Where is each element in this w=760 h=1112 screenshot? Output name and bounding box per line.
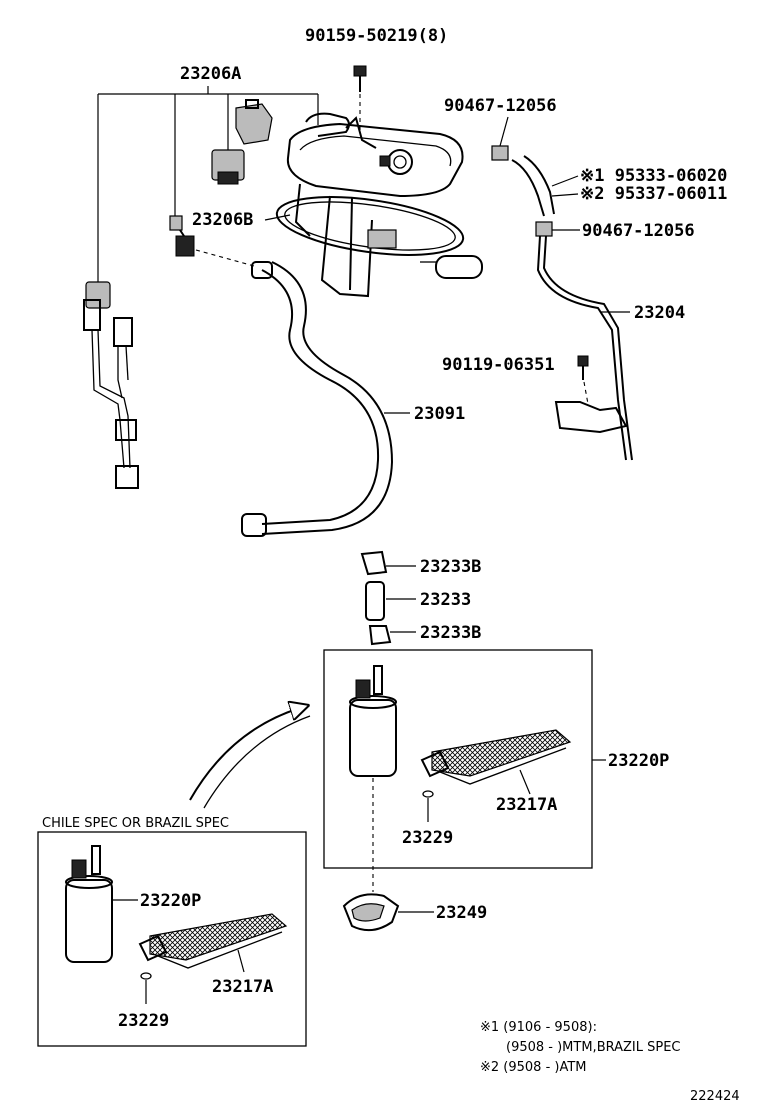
reference-arrow-icon	[189, 708, 300, 801]
label-bolt-mid[interactable]: 90119-06351	[442, 355, 555, 375]
label-wire-harness-b[interactable]: 23206B	[192, 210, 253, 230]
inset-label-filter[interactable]: 23217A	[212, 977, 273, 997]
label-fuel-pipe[interactable]: 23204	[634, 303, 685, 323]
label-fuel-hose[interactable]: 23091	[414, 404, 465, 424]
wire-harness-icon	[83, 281, 139, 489]
inset-fuel-filter-icon	[138, 913, 288, 969]
pump-assembly-box	[323, 649, 593, 869]
fuel-pump-bracket-icon	[275, 112, 483, 298]
label-hose-short[interactable]: 23233	[420, 590, 471, 610]
inset-label-pump[interactable]: 23220P	[140, 891, 201, 911]
label-hose-note2[interactable]: ※2 95337-06011	[580, 184, 727, 204]
inset-label-washer[interactable]: 23229	[118, 1011, 169, 1031]
inset-washer-icon	[140, 972, 152, 1004]
inset-fuel-pump-icon	[65, 845, 113, 963]
fuel-hose-icon	[241, 261, 394, 537]
hose-short-icon	[365, 581, 385, 621]
cushion-bottom-icon	[368, 625, 392, 646]
cushion-top-icon	[360, 550, 388, 576]
fuel-pump-icon	[349, 665, 397, 892]
label-filter[interactable]: 23217A	[496, 795, 557, 815]
label-clip-top[interactable]: 90467-12056	[444, 96, 557, 116]
clip-top-icon	[491, 145, 509, 161]
bolt-top-icon	[353, 65, 367, 130]
inset-title: CHILE SPEC OR BRAZIL SPEC	[42, 816, 229, 831]
inset-box	[37, 831, 307, 1047]
label-cushion-bottom[interactable]: 23233B	[420, 623, 481, 643]
label-wire-harness-a[interactable]: 23206A	[180, 64, 241, 84]
label-hose-note1[interactable]: ※1 95333-06020	[580, 166, 727, 186]
note-line-1: ※1 (9106 - 9508):	[480, 1020, 597, 1035]
label-bolt-top[interactable]: 90159-50219(8)	[305, 26, 448, 46]
label-retainer[interactable]: 23249	[436, 903, 487, 923]
note-line-3: ※2 (9508 - )ATM	[480, 1060, 587, 1075]
figure-id: 222424	[690, 1089, 740, 1104]
connector-lower-icon	[211, 149, 245, 185]
clip-mid-icon	[535, 221, 553, 237]
label-cushion-top[interactable]: 23233B	[420, 557, 481, 577]
connector-upper-icon	[235, 99, 273, 145]
fuel-pipe-icon	[536, 235, 633, 461]
wire-harness-a-leaders	[97, 86, 319, 282]
label-pump-assembly[interactable]: 23220P	[608, 751, 669, 771]
fuel-filter-icon	[420, 729, 572, 785]
connector-small-icon	[169, 215, 255, 267]
washer-icon	[422, 790, 434, 822]
label-clip-mid[interactable]: 90467-12056	[582, 221, 695, 241]
bolt-mid-icon	[577, 355, 589, 405]
retainer-icon	[342, 893, 400, 932]
note-line-2: (9508 - )MTM,BRAZIL SPEC	[506, 1040, 681, 1055]
label-washer[interactable]: 23229	[402, 828, 453, 848]
return-hose-icon	[511, 155, 555, 217]
